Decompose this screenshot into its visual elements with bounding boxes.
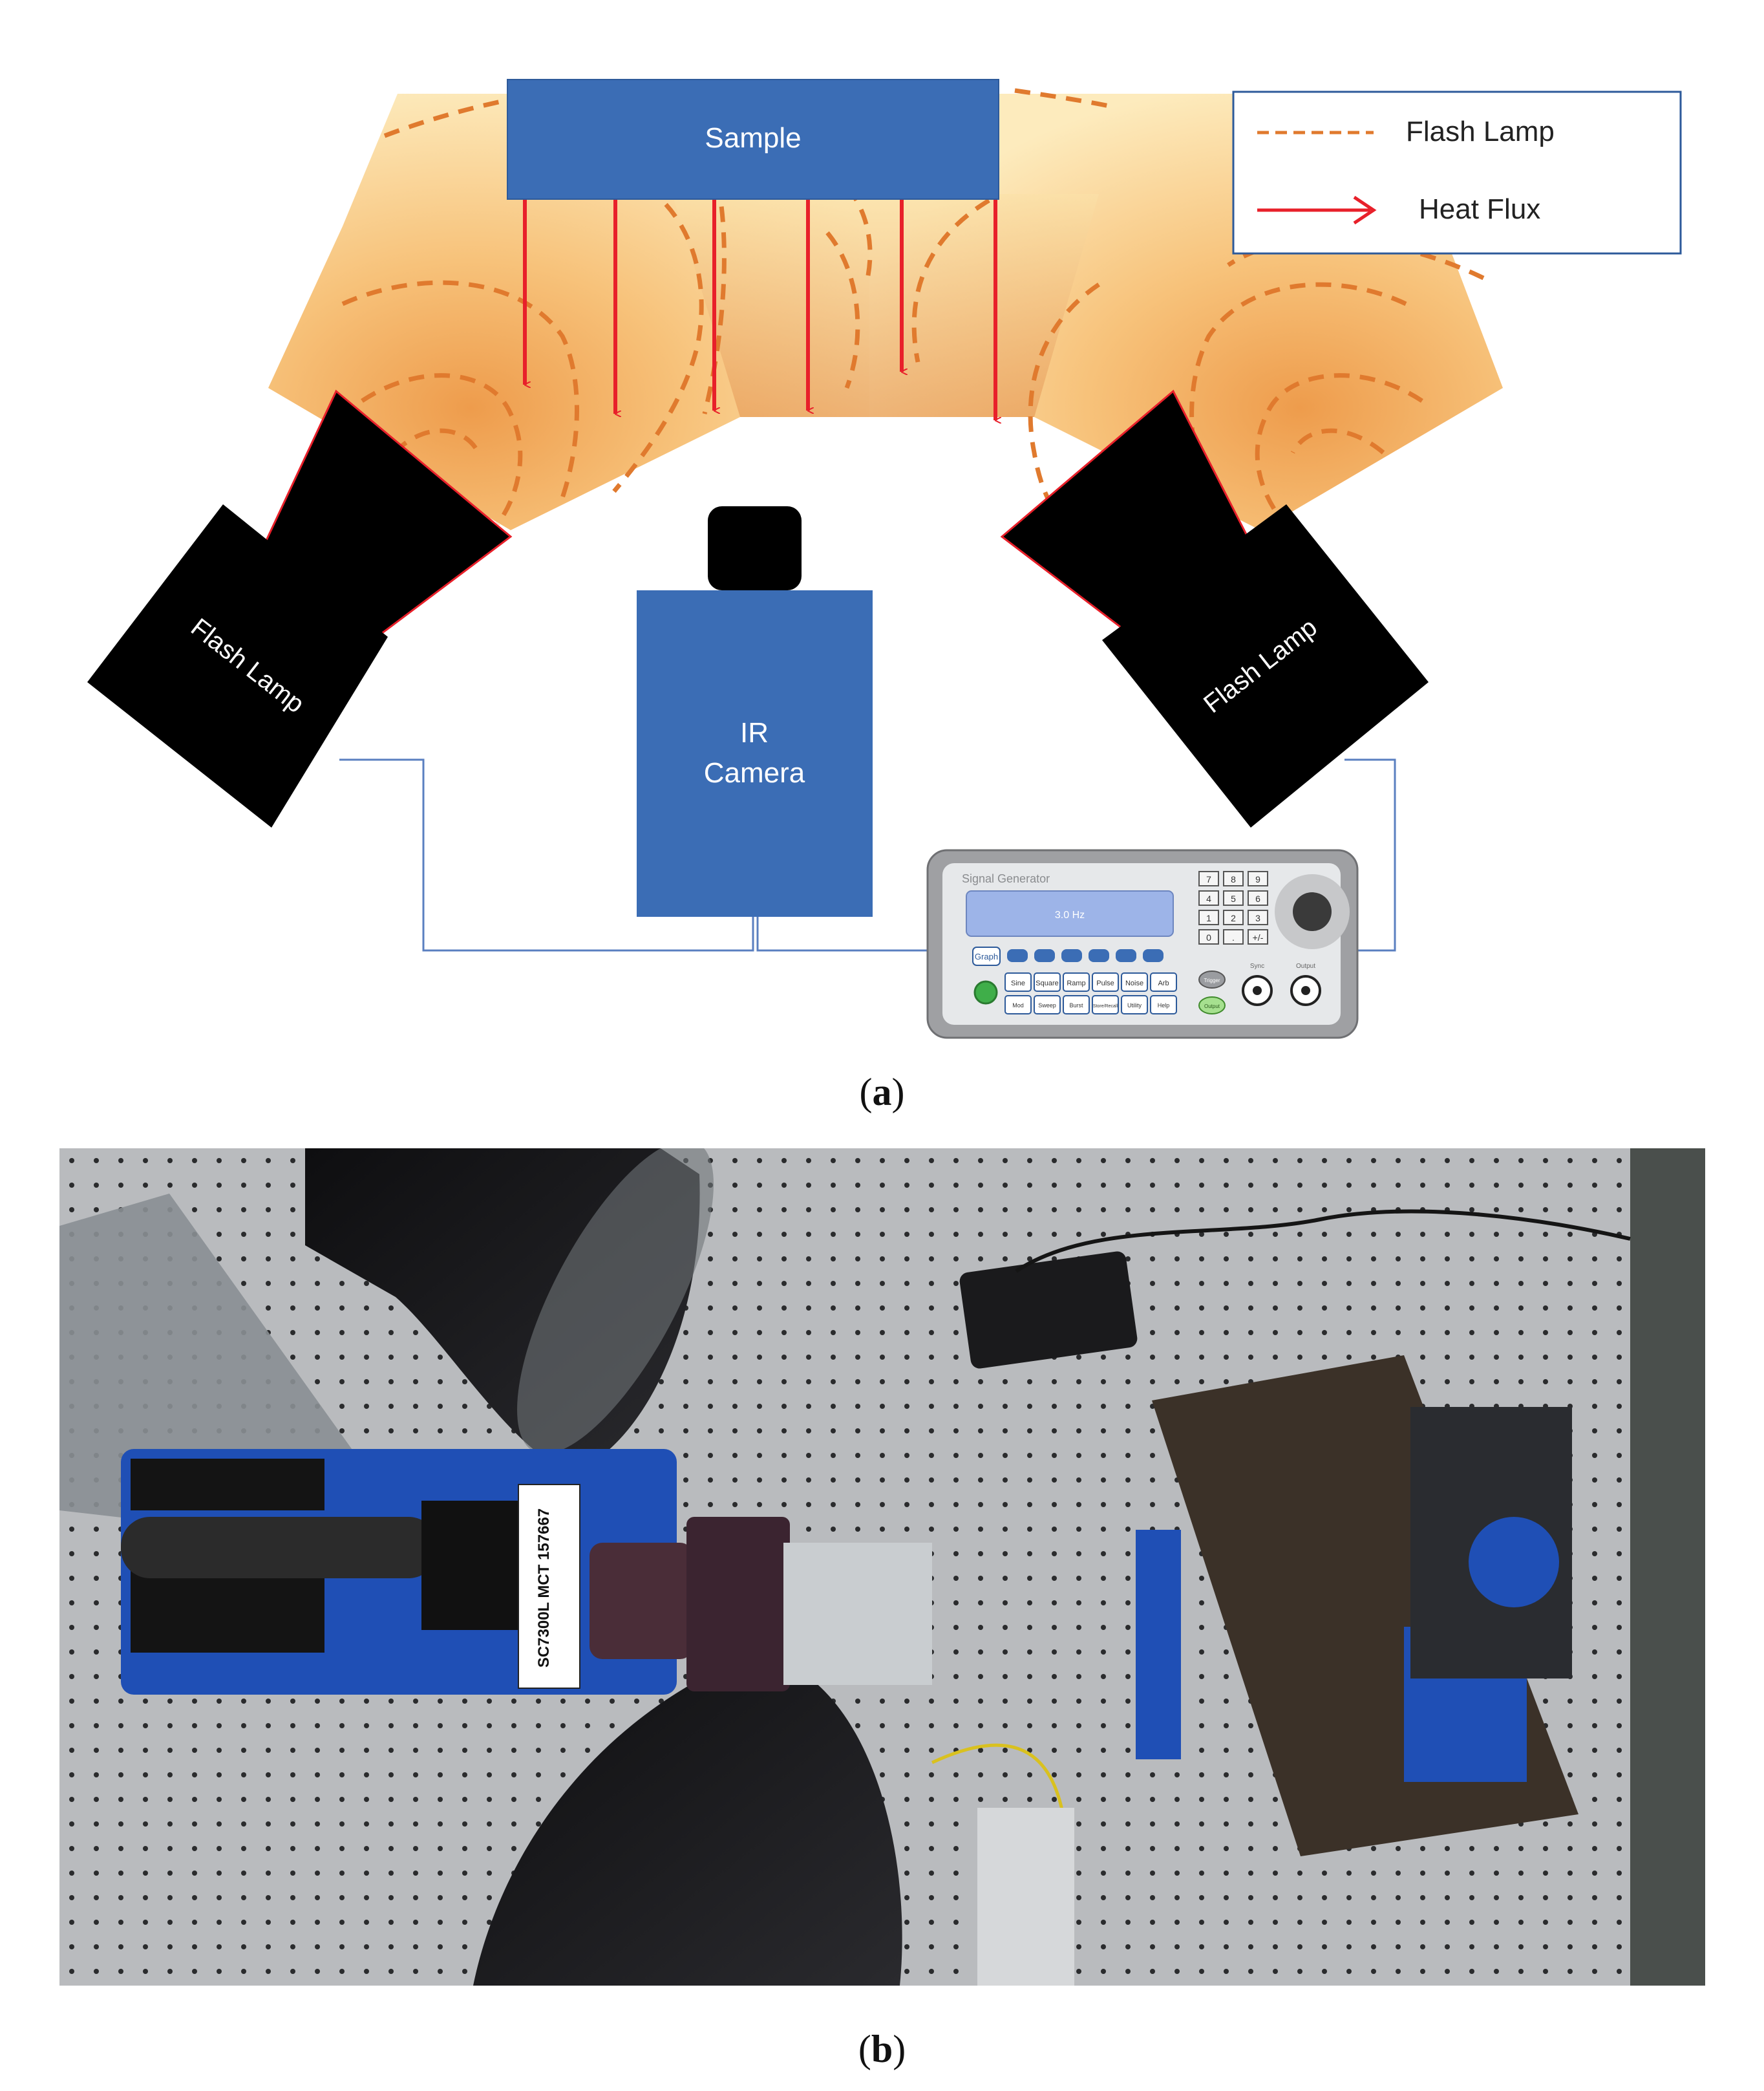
caption-b: (b) [858, 2028, 906, 2070]
svg-text:Sync: Sync [1250, 963, 1264, 970]
svg-text:Square: Square [1036, 980, 1058, 987]
svg-text:6: 6 [1255, 894, 1260, 904]
svg-text:Pulse: Pulse [1096, 980, 1114, 987]
signal-generator-display: 3.0 Hz [1055, 910, 1085, 921]
svg-text:2: 2 [1231, 913, 1236, 923]
ir-camera-photo: SC7300L MCT 157667 [121, 1449, 932, 1695]
sample-box: Sample [507, 79, 999, 200]
svg-text:7: 7 [1206, 874, 1211, 885]
setup-schematic: Sample Flash Lamp Flash Lamp IR Camera S… [87, 79, 1682, 1039]
svg-text:Sweep: Sweep [1038, 1002, 1056, 1009]
trigger-button [1198, 970, 1226, 989]
svg-text:Utility: Utility [1127, 1002, 1142, 1009]
caption-a: (a) [859, 1071, 905, 1113]
ir-camera: IR Camera [637, 506, 873, 917]
svg-text:Output: Output [1204, 1003, 1220, 1009]
svg-text:Noise: Noise [1125, 980, 1143, 987]
svg-text:0: 0 [1206, 932, 1211, 943]
output-enable-button [1198, 996, 1226, 1014]
setup-photo: SC7300L MCT 157667 [59, 1148, 1705, 1986]
upper-flash-lamp-photo [305, 1148, 714, 1472]
svg-text:Ramp: Ramp [1067, 980, 1085, 987]
aluminum-block [977, 1808, 1074, 1986]
signal-generator-title: Signal Generator [962, 872, 1050, 885]
svg-text:1: 1 [1206, 913, 1211, 923]
function-buttons: Sine Square Ramp Pulse Noise Arb Mod Swe… [1004, 972, 1177, 1014]
svg-text:Output: Output [1296, 963, 1315, 970]
legend-label-flash-lamp: Flash Lamp [1406, 116, 1555, 147]
lower-flash-lamp-photo [473, 1653, 902, 1986]
left-flash-lamp: Flash Lamp [87, 389, 513, 828]
softkeys [1007, 949, 1164, 962]
svg-text:+/-: +/- [1253, 932, 1264, 943]
svg-text:4: 4 [1206, 894, 1211, 904]
svg-text:Store/Recall: Store/Recall [1093, 1004, 1118, 1009]
camera-label-line2: Camera [704, 757, 805, 789]
svg-text:Trigger: Trigger [1204, 978, 1220, 983]
legend-label-heat-flux: Heat Flux [1419, 193, 1540, 225]
svg-text:Mod: Mod [1012, 1002, 1024, 1009]
camera-label-line1: IR [740, 717, 769, 749]
steel-sample-photo [1136, 1355, 1578, 1856]
sample-label: Sample [705, 122, 801, 154]
right-flash-lamp: Flash Lamp [1000, 389, 1429, 828]
legend: Flash Lamp Heat Flux [1232, 91, 1682, 255]
svg-text:5: 5 [1231, 894, 1236, 904]
svg-text:Sine: Sine [1011, 980, 1025, 987]
keypad: 7 8 9 4 5 6 1 2 3 0 . +/- [1198, 871, 1268, 945]
svg-text:Arb: Arb [1158, 980, 1169, 987]
power-button [973, 980, 998, 1005]
svg-text:Burst: Burst [1069, 1002, 1083, 1009]
signal-generator: Signal Generator 3.0 Hz 7 8 9 4 5 6 1 2 … [926, 849, 1359, 1039]
power-supply-photo [959, 1209, 1631, 1369]
heat-flux-arrows [523, 199, 995, 420]
svg-text:.: . [1232, 932, 1235, 943]
svg-text:3: 3 [1255, 913, 1260, 923]
camera-sticker: SC7300L MCT 157667 [535, 1508, 553, 1667]
svg-text:9: 9 [1255, 874, 1260, 885]
trigger-wires [339, 758, 1396, 952]
svg-text:Help: Help [1158, 1002, 1170, 1009]
control-knob [1275, 874, 1350, 949]
flash-lamp-wavefronts [341, 88, 1485, 526]
graph-button: Graph [975, 952, 998, 961]
svg-text:8: 8 [1231, 874, 1236, 885]
